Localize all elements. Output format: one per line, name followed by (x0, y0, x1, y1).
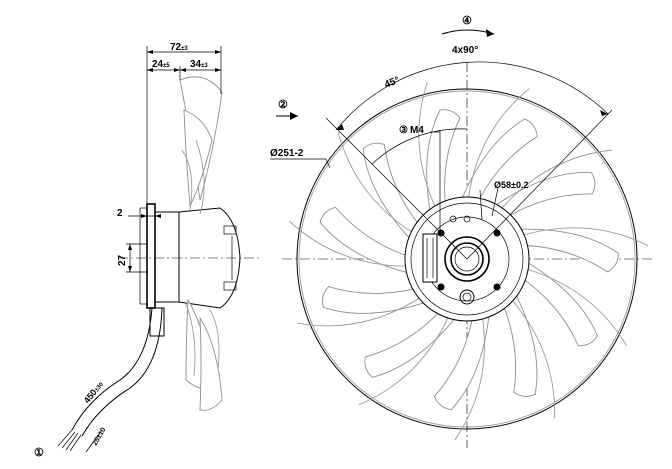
mount-hole-3 (437, 283, 445, 291)
front-blades (319, 109, 619, 411)
blade-side-2 (183, 109, 213, 208)
cable-gland (149, 307, 165, 337)
hub-width-label: 24±5 (152, 59, 170, 70)
fan-diameter-label: Ø251-2 (270, 148, 304, 159)
cable-callout: ① (34, 447, 44, 459)
bolt-circle-label: Ø58±0.2 (494, 180, 528, 190)
rotation-callout: ④ (462, 15, 472, 27)
side-view: 72±3 24±5 34±3 2 27 450±30 25±10 ① (34, 42, 262, 459)
shaft-height-label: 27 (117, 254, 128, 266)
hole-pattern-arc (335, 61, 609, 131)
blade-side-4 (199, 316, 223, 411)
mounting-flange (146, 203, 156, 309)
plug-hole (459, 289, 475, 305)
blade-width-label: 34±3 (190, 59, 208, 70)
angle-arc (371, 128, 468, 165)
shaft-bore-outer (444, 236, 490, 282)
airflow-callout: ② (278, 99, 288, 111)
total-width-label: 72±3 (170, 42, 188, 53)
cable-outer-1 (71, 307, 153, 431)
rotor-hub (178, 207, 241, 309)
mount-hole-2 (493, 229, 501, 237)
angle-label: 45° (383, 75, 401, 91)
hole-pattern-label: 4x90° (452, 45, 478, 56)
flange-gap-label: 2 (117, 208, 123, 219)
shaft-bore-inner (450, 242, 484, 276)
mount-hole-4 (493, 283, 501, 291)
lead-end-label: 25±10 (92, 427, 108, 447)
cable-outer-2 (81, 307, 163, 437)
motor-body (154, 211, 180, 303)
terminal-block (422, 233, 438, 283)
